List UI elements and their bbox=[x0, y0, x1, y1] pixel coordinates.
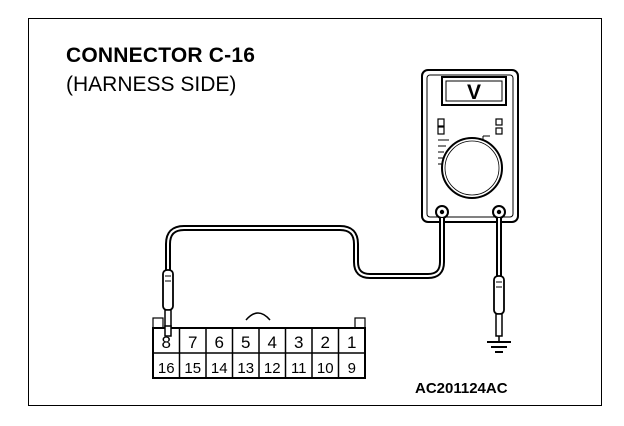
selector-dial bbox=[441, 137, 503, 199]
pin-bottom-16: 16 bbox=[158, 360, 175, 377]
pin-bottom-15: 15 bbox=[184, 360, 201, 377]
connector-subtitle: (HARNESS SIDE) bbox=[66, 73, 237, 96]
test-lead-wire-left bbox=[165, 218, 445, 279]
pin-bottom-13: 13 bbox=[237, 360, 254, 377]
connector-title: CONNECTOR C-16 bbox=[66, 44, 256, 67]
pin-bottom-14: 14 bbox=[211, 360, 228, 377]
pin-top-2: 2 bbox=[321, 333, 330, 352]
meter-display-text: V bbox=[467, 81, 481, 104]
connector-latch bbox=[245, 312, 271, 321]
diagram-frame bbox=[28, 18, 602, 406]
pin-top-7: 7 bbox=[188, 333, 197, 352]
test-probe-left bbox=[162, 269, 174, 335]
pin-bottom-10: 10 bbox=[317, 360, 334, 377]
figure-code: AC201124AC bbox=[415, 380, 508, 397]
ground-symbol-icon bbox=[487, 341, 511, 353]
pin-bottom-12: 12 bbox=[264, 360, 281, 377]
meter-display bbox=[441, 76, 507, 106]
pin-bottom-9: 9 bbox=[348, 360, 356, 377]
pin-top-4: 4 bbox=[268, 333, 277, 352]
pin-top-3: 3 bbox=[294, 333, 303, 352]
pin-top-5: 5 bbox=[241, 333, 250, 352]
voltmeter: V bbox=[421, 69, 519, 223]
pin-top-8: 8 bbox=[162, 333, 171, 352]
pin-bottom-11: 11 bbox=[291, 360, 307, 377]
pin-top-6: 6 bbox=[215, 333, 224, 352]
pin-top-1: 1 bbox=[347, 333, 356, 352]
test-probe-right bbox=[493, 275, 505, 342]
